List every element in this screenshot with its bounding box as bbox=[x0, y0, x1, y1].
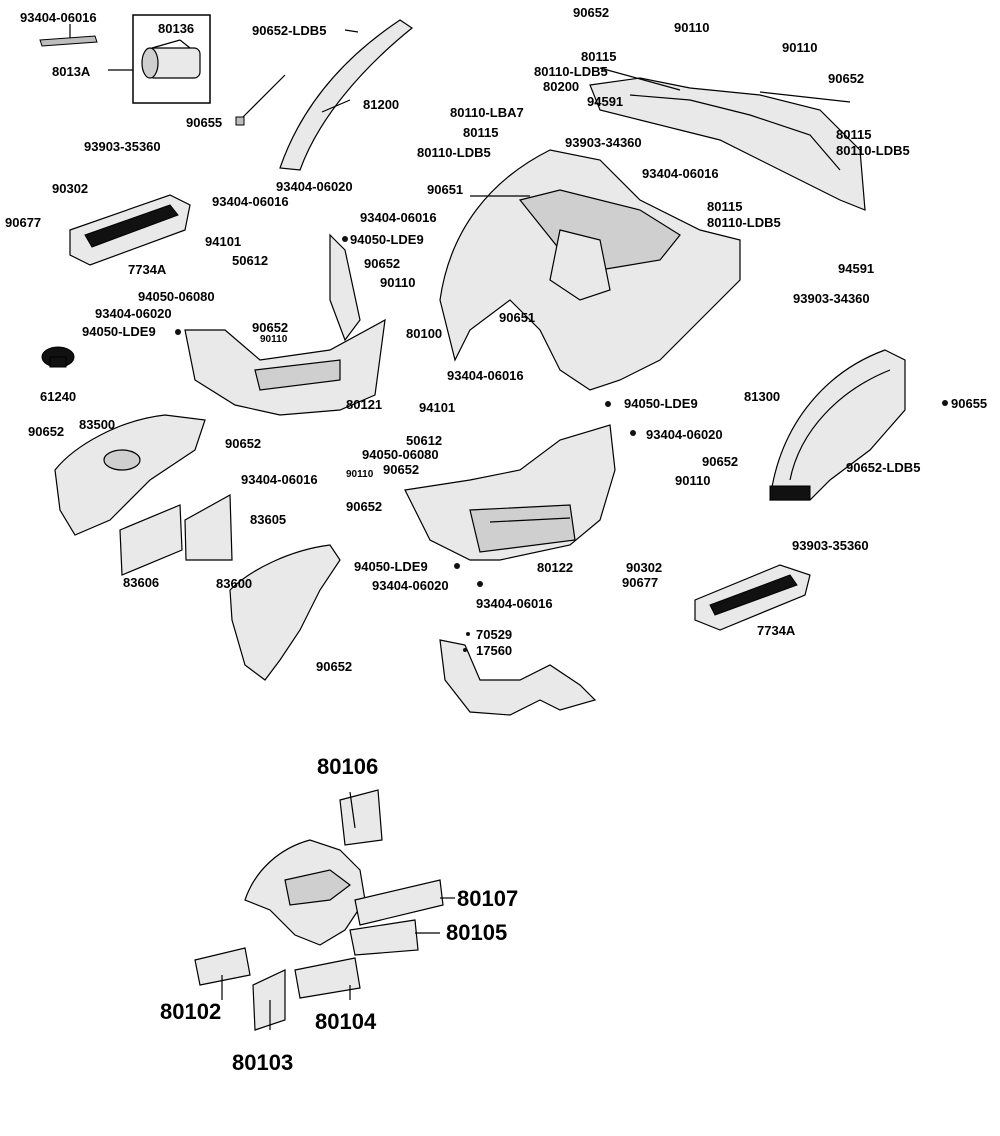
label-80115: 80115 bbox=[836, 127, 872, 142]
label-80115: 80115 bbox=[581, 49, 617, 64]
label-61240: 61240 bbox=[40, 389, 77, 404]
label-80110-LDB5: 80110-LDB5 bbox=[417, 145, 491, 160]
label-17560: 17560 bbox=[476, 643, 513, 658]
label-93404-06020: 93404-06020 bbox=[95, 306, 172, 321]
label-93404-06016: 93404-06016 bbox=[642, 166, 719, 181]
label-90110: 90110 bbox=[674, 20, 710, 35]
label-94101: 94101 bbox=[419, 400, 456, 415]
label-90677: 90677 bbox=[622, 575, 659, 590]
label-93404-06016: 93404-06016 bbox=[241, 472, 318, 487]
label-90677: 90677 bbox=[5, 215, 42, 230]
bottom-inset bbox=[194, 789, 455, 1031]
label-93404-06020: 93404-06020 bbox=[646, 427, 723, 442]
label-80136: 80136 bbox=[158, 21, 195, 36]
label-93404-06016: 93404-06016 bbox=[20, 10, 97, 25]
label-83605: 83605 bbox=[250, 512, 287, 527]
label-80105: 80105 bbox=[446, 920, 508, 945]
label-94050-LDE9: 94050-LDE9 bbox=[82, 324, 156, 339]
label-80110-LDB5: 80110-LDB5 bbox=[707, 215, 781, 230]
label-8013A: 8013A bbox=[52, 64, 91, 79]
label-50612: 50612 bbox=[232, 253, 269, 268]
label-80102: 80102 bbox=[160, 999, 222, 1024]
label-90652: 90652 bbox=[346, 499, 383, 514]
label-90652-LDB5: 90652-LDB5 bbox=[846, 460, 921, 475]
label-94050-06080: 94050-06080 bbox=[138, 289, 215, 304]
label-90652-LDB5: 90652-LDB5 bbox=[252, 23, 327, 38]
label-90652: 90652 bbox=[383, 462, 420, 477]
label-93903-34360: 93903-34360 bbox=[793, 291, 870, 306]
label-90652: 90652 bbox=[364, 256, 401, 271]
label-94050-LDE9: 94050-LDE9 bbox=[624, 396, 698, 411]
label-90302: 90302 bbox=[626, 560, 663, 575]
label-80104: 80104 bbox=[315, 1009, 377, 1034]
label-80107: 80107 bbox=[457, 886, 519, 911]
label-80100: 80100 bbox=[406, 326, 443, 341]
label-80115: 80115 bbox=[707, 199, 743, 214]
label-80110-LBA7: 80110-LBA7 bbox=[450, 105, 524, 120]
label-80110-LDB5: 80110-LDB5 bbox=[836, 143, 910, 158]
label-93404-06020: 93404-06020 bbox=[276, 179, 353, 194]
label-93404-06020: 93404-06020 bbox=[372, 578, 449, 593]
label-93404-06016: 93404-06016 bbox=[360, 210, 437, 225]
label-90110: 90110 bbox=[675, 473, 711, 488]
label-80121: 80121 bbox=[346, 397, 383, 412]
label-90110: 90110 bbox=[782, 40, 818, 55]
label-90652: 90652 bbox=[828, 71, 865, 86]
label-90655: 90655 bbox=[951, 396, 988, 411]
label-80200: 80200 bbox=[543, 79, 580, 94]
label-94050-06080: 94050-06080 bbox=[362, 447, 439, 462]
label-90652: 90652 bbox=[252, 320, 289, 335]
label-90652: 90652 bbox=[316, 659, 353, 674]
label-93903-34360: 93903-34360 bbox=[565, 135, 642, 150]
label-90110-small: 90110 bbox=[260, 334, 288, 345]
label-80106: 80106 bbox=[317, 754, 379, 779]
label-80110-LDB5: 80110-LDB5 bbox=[534, 64, 608, 79]
label-83606: 83606 bbox=[123, 575, 160, 590]
label-94101: 94101 bbox=[205, 234, 242, 249]
label-94591: 94591 bbox=[838, 261, 875, 276]
label-83500: 83500 bbox=[79, 417, 116, 432]
label-7734A: 7734A bbox=[128, 262, 167, 277]
label-90652: 90652 bbox=[573, 5, 610, 20]
label-93404-06016: 93404-06016 bbox=[447, 368, 524, 383]
label-83600: 83600 bbox=[216, 576, 253, 591]
label-90651: 90651 bbox=[499, 310, 536, 325]
label-93903-35360: 93903-35360 bbox=[792, 538, 869, 553]
label-50612: 50612 bbox=[406, 433, 443, 448]
label-70529: 70529 bbox=[476, 627, 513, 642]
label-90651: 90651 bbox=[427, 182, 464, 197]
label-90652: 90652 bbox=[225, 436, 262, 451]
label-90652: 90652 bbox=[28, 424, 65, 439]
label-90655: 90655 bbox=[186, 115, 223, 130]
label-94050-LDE9: 94050-LDE9 bbox=[354, 559, 428, 574]
label-7734A: 7734A bbox=[757, 623, 796, 638]
label-90110: 90110 bbox=[380, 275, 416, 290]
label-90652: 90652 bbox=[702, 454, 739, 469]
label-93404-06016: 93404-06016 bbox=[212, 194, 289, 209]
label-80115: 80115 bbox=[463, 125, 499, 140]
label-93404-06016: 93404-06016 bbox=[476, 596, 553, 611]
label-80103: 80103 bbox=[232, 1050, 294, 1075]
label-94050-LDE9: 94050-LDE9 bbox=[350, 232, 424, 247]
label-81300: 81300 bbox=[744, 389, 781, 404]
label-90302: 90302 bbox=[52, 181, 89, 196]
cylinder-80136 bbox=[141, 39, 201, 79]
label-93903-35360: 93903-35360 bbox=[84, 139, 161, 154]
label-81200: 81200 bbox=[363, 97, 400, 112]
label-94591: 94591 bbox=[587, 94, 624, 109]
label-90110-small: 90110 bbox=[346, 469, 374, 480]
label-80122: 80122 bbox=[537, 560, 574, 575]
